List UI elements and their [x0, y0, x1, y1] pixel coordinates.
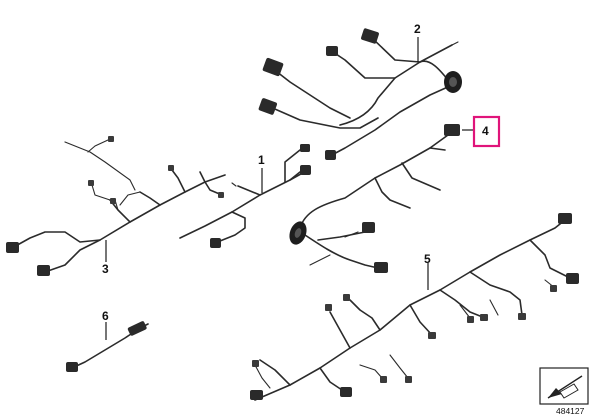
- connector: [558, 213, 572, 224]
- connector: [340, 387, 352, 397]
- connector: [374, 262, 388, 273]
- callout-4-highlight: [472, 115, 501, 148]
- connector: [210, 238, 221, 248]
- connector: [262, 57, 284, 77]
- connector: [343, 294, 350, 301]
- connector: [428, 332, 436, 339]
- connector: [300, 144, 310, 152]
- harness-6[interactable]: [66, 321, 149, 372]
- harness-4[interactable]: [286, 124, 460, 273]
- connector: [37, 265, 50, 276]
- callout-1[interactable]: 1: [258, 153, 265, 167]
- leader-lines: [105, 37, 474, 340]
- callout-3[interactable]: 3: [102, 262, 109, 276]
- connector: [325, 150, 336, 160]
- harness-1[interactable]: [179, 144, 311, 248]
- connector: [300, 165, 311, 175]
- connector: [550, 285, 557, 292]
- connector: [6, 242, 19, 253]
- connector: [250, 390, 263, 400]
- callout-2[interactable]: 2: [414, 22, 421, 36]
- connector: [325, 304, 332, 311]
- connector: [110, 198, 116, 204]
- connector: [108, 136, 114, 142]
- connector: [326, 46, 338, 56]
- arrow-left-down-icon[interactable]: [539, 367, 589, 405]
- connector: [218, 192, 224, 198]
- harness-2[interactable]: [258, 28, 462, 160]
- harness-5[interactable]: [250, 213, 579, 401]
- connector: [88, 180, 94, 186]
- connector: [518, 313, 526, 320]
- connector: [66, 362, 78, 372]
- connector: [467, 316, 474, 323]
- callout-5[interactable]: 5: [424, 252, 431, 266]
- connector: [252, 360, 259, 367]
- reference-number: 484127: [556, 406, 585, 416]
- connector: [168, 165, 174, 171]
- harness-3[interactable]: [6, 136, 226, 276]
- connector: [258, 98, 278, 115]
- connector: [361, 28, 379, 44]
- connector: [480, 314, 488, 321]
- connector: [405, 376, 412, 383]
- connector: [444, 124, 460, 136]
- connector: [362, 222, 375, 233]
- connector: [380, 376, 387, 383]
- callout-6[interactable]: 6: [102, 309, 109, 323]
- callout-4[interactable]: 4: [482, 124, 489, 138]
- connector: [127, 321, 147, 336]
- connector: [566, 273, 579, 284]
